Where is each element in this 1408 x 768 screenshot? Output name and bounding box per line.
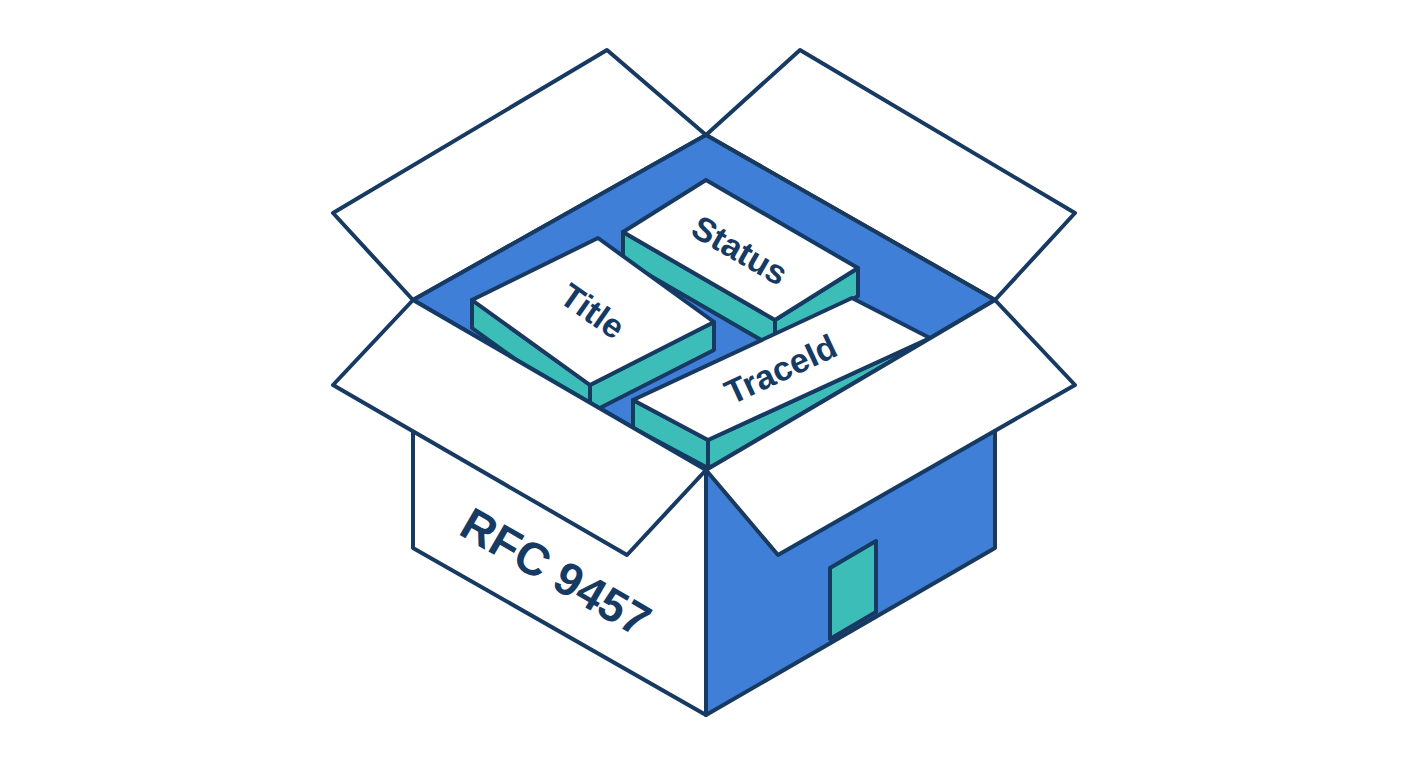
field-label: TraceId — [720, 328, 842, 409]
data-block: Title — [472, 238, 714, 385]
box-container: Title StatusTraceIdRFC 9457 — [333, 50, 1075, 715]
box-label: RFC 9457 — [454, 500, 659, 645]
door — [830, 541, 876, 639]
data-block: TraceId — [633, 298, 930, 440]
front-left-flap — [333, 300, 706, 555]
field-label: Title — [555, 277, 631, 345]
field-label: Status — [686, 209, 793, 290]
data-block: Status — [623, 180, 858, 320]
front-right-flap — [706, 300, 1075, 555]
